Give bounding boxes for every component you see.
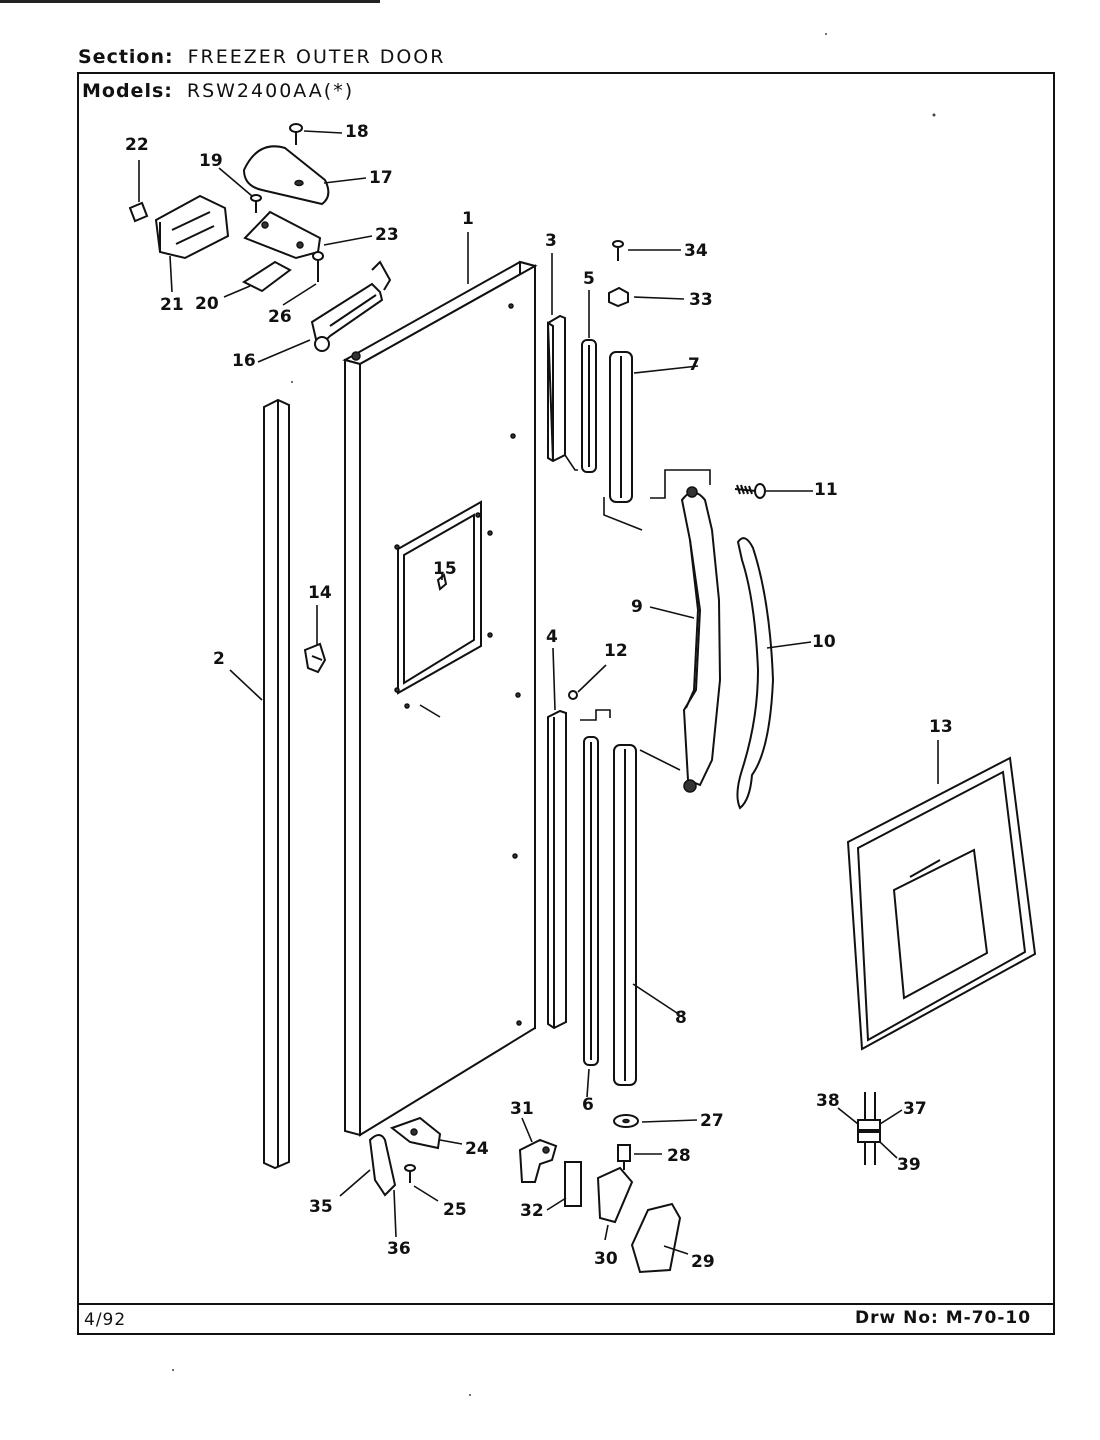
door-panel <box>342 260 538 1137</box>
callout-10: 10 <box>812 632 836 652</box>
callout-12: 12 <box>604 641 628 661</box>
bottom-cover <box>630 1202 682 1274</box>
washer <box>613 1114 639 1128</box>
handle-nut <box>608 286 629 308</box>
hinge-pin <box>312 251 324 282</box>
hinge-arm-plate <box>518 1138 558 1183</box>
callout-22: 22 <box>125 135 149 155</box>
models-header: Models: RSW2400AA(*) <box>82 80 354 102</box>
callout-26: 26 <box>268 307 292 327</box>
callout-2: 2 <box>213 649 225 669</box>
callout-15: 15 <box>433 559 457 579</box>
callout-32: 32 <box>520 1201 544 1221</box>
handle-slide-lower <box>583 736 599 1066</box>
scan-specks <box>172 33 936 1396</box>
callout-19: 19 <box>199 151 223 171</box>
callout-27: 27 <box>700 1111 724 1131</box>
cover-screw <box>289 123 303 145</box>
models-value: RSW2400AA(*) <box>186 80 355 102</box>
top-screw <box>612 240 624 261</box>
hinge-clip <box>128 201 149 223</box>
handle-rail-upper <box>546 314 566 463</box>
callout-labels: 1 2 3 4 5 6 7 8 9 10 11 12 13 14 15 16 1… <box>125 122 953 1272</box>
drawing-frame <box>77 72 1055 1335</box>
closer-spring-block <box>596 1166 634 1224</box>
section-header: Section: FREEZER OUTER DOOR <box>78 46 445 68</box>
handle-screw <box>734 483 766 499</box>
callout-9: 9 <box>631 597 643 617</box>
callout-20: 20 <box>195 294 219 314</box>
callout-4: 4 <box>546 627 558 647</box>
handle-slide-upper <box>581 339 597 473</box>
callout-28: 28 <box>667 1146 691 1166</box>
callout-39: 39 <box>897 1155 921 1175</box>
bottom-hinge-screw <box>404 1164 416 1183</box>
callout-36: 36 <box>387 1239 411 1259</box>
callout-14: 14 <box>308 583 332 603</box>
callout-21: 21 <box>160 295 184 315</box>
handle-trim <box>736 537 775 810</box>
callout-34: 34 <box>684 241 708 261</box>
callout-8: 8 <box>675 1008 687 1028</box>
callout-33: 33 <box>689 290 713 310</box>
door-handle <box>680 486 722 793</box>
side-trim-strip <box>263 398 290 1170</box>
water-line-fitting <box>857 1092 881 1165</box>
spacer-plate <box>564 1161 582 1207</box>
hinge-plate <box>243 210 322 260</box>
callout-25: 25 <box>443 1200 467 1220</box>
callout-24: 24 <box>465 1139 489 1159</box>
door-stop-clip <box>303 642 327 674</box>
callout-23: 23 <box>375 225 399 245</box>
hinge-bracket <box>154 194 230 260</box>
callout-6: 6 <box>582 1095 594 1115</box>
section-label: Section: <box>78 46 174 68</box>
pivot-bushing <box>617 1144 631 1170</box>
handle-rail-lower <box>547 709 567 1030</box>
footer-date: 4/92 <box>84 1310 127 1330</box>
callout-38: 38 <box>816 1091 840 1111</box>
callout-17: 17 <box>369 168 393 188</box>
callout-13: 13 <box>929 717 953 737</box>
callout-3: 3 <box>545 231 557 251</box>
callout-37: 37 <box>903 1099 927 1119</box>
top-rule <box>0 0 380 3</box>
bottom-hinge-bracket <box>389 1116 442 1150</box>
callout-18: 18 <box>345 122 369 142</box>
hinge-cover <box>242 145 330 206</box>
callout-5: 5 <box>583 269 595 289</box>
callout-16: 16 <box>232 351 256 371</box>
drawing-number: Drw No: M-70-10 <box>855 1308 1032 1328</box>
leader-lines <box>138 130 939 1255</box>
models-label: Models: <box>82 80 173 102</box>
callout-1: 1 <box>462 209 474 229</box>
hinge-shim <box>241 260 292 293</box>
hinge-screw <box>250 194 262 213</box>
callout-30: 30 <box>594 1249 618 1269</box>
section-title: FREEZER OUTER DOOR <box>187 46 446 68</box>
callout-31: 31 <box>510 1099 534 1119</box>
callout-35: 35 <box>309 1197 333 1217</box>
footer-rule <box>77 1303 1055 1305</box>
callout-29: 29 <box>691 1252 715 1272</box>
callout-11: 11 <box>814 480 838 500</box>
dispenser-front-panel <box>846 756 1037 1051</box>
handle-cap-upper <box>609 351 633 503</box>
top-hinge-assembly <box>310 260 392 352</box>
plug-button <box>568 690 578 700</box>
callout-7: 7 <box>688 355 700 375</box>
door-closer-cam <box>368 1134 397 1197</box>
handle-cap-lower <box>613 744 637 1086</box>
